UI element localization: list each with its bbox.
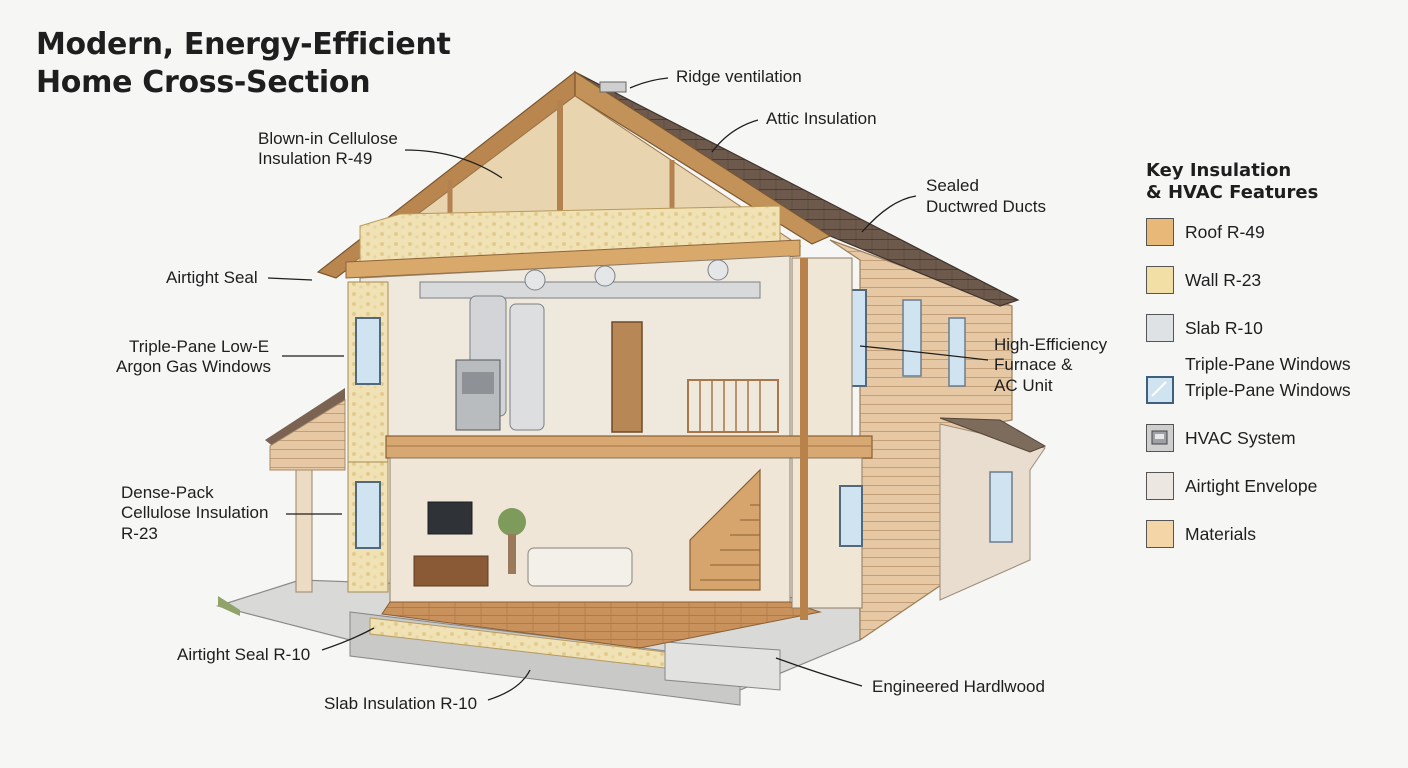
label-ridge-ventilation: Ridge ventilation (676, 67, 802, 86)
label-densepack-line-3: R-23 (121, 524, 158, 543)
label-slab-insulation: Slab Insulation R-10 (324, 694, 477, 713)
legend: Key Insulation & HVAC Features Roof R-49… (1146, 160, 1396, 564)
legend-label-hvac: HVAC System (1185, 428, 1296, 448)
right-wall (829, 239, 1047, 642)
leader-hardwood (775, 657, 863, 687)
leader-furnace (859, 345, 989, 361)
label-ducts-line-1: Sealed (926, 176, 979, 195)
label-airtight-seal-r10: Airtight Seal R-10 (177, 645, 310, 664)
leader-attic (711, 119, 759, 153)
label-ducts-line-2: Ductwred Ducts (926, 197, 1046, 216)
label-densepack-line-2: Cellulose Insulation (121, 503, 268, 522)
label-blownin-line-2: Insulation R-49 (258, 149, 372, 168)
lower-floor (347, 258, 863, 649)
leader-blownin (404, 149, 503, 179)
label-densepack-line-1: Dense-Pack (121, 483, 214, 502)
label-furnace-line-3: AC Unit (994, 376, 1053, 395)
floor-joists (385, 435, 873, 459)
legend-title: Key Insulation & HVAC Features (1146, 160, 1396, 204)
legend-label-windows: Triple-Pane Windows (1185, 380, 1351, 400)
label-blownin-line-1: Blown-in Cellulose (258, 129, 398, 148)
window-icon (1146, 376, 1174, 404)
label-furnace-line-2: Furnace & (994, 355, 1073, 374)
title-line-2: Home Cross-Section (36, 65, 371, 100)
legend-label-materials: Materials (1185, 524, 1256, 544)
legend-item-slab: Slab R-10 (1146, 310, 1396, 358)
swatch-slab (1146, 314, 1174, 342)
porch (265, 388, 346, 593)
diagram-title: Modern, Energy-Efficient Home Cross-Sect… (36, 26, 451, 102)
label-engineered-hardwood: Engineered Hardlwood (872, 677, 1045, 696)
legend-label-wall: Wall R-23 (1185, 270, 1262, 290)
legend-item-materials: Materials (1146, 516, 1396, 564)
leader-airtight (267, 277, 313, 281)
label-windows-line-1: Triple-Pane Low-E (129, 337, 269, 356)
label-furnace-line-1: High-Efficiency (994, 335, 1108, 354)
label-airtight-seal: Airtight Seal (166, 268, 258, 287)
upper-floor (347, 255, 867, 463)
swatch-roof (1146, 218, 1174, 246)
swatch-materials (1146, 520, 1174, 548)
legend-item-hvac: HVAC System (1146, 420, 1396, 468)
legend-title-line-2: & HVAC Features (1146, 182, 1319, 203)
callout-labels: Ridge ventilation Attic Insulation Blown… (116, 67, 1108, 713)
leader-lines (267, 77, 989, 701)
roof (316, 70, 1020, 307)
title-line-1: Modern, Energy-Efficient (36, 27, 451, 62)
leader-airtight-r10 (321, 627, 375, 651)
hvac-icon (1146, 424, 1174, 452)
legend-label-windows-top: Triple-Pane Windows (1185, 354, 1351, 374)
legend-item-airtight: Airtight Envelope (1146, 468, 1396, 516)
legend-item-roof: Roof R-49 (1146, 214, 1396, 262)
legend-label-slab: Slab R-10 (1185, 318, 1263, 338)
label-attic-insulation: Attic Insulation (766, 109, 877, 128)
legend-title-line-1: Key Insulation (1146, 160, 1292, 181)
leader-ducts (861, 195, 917, 233)
legend-item-windows: Triple-Pane Windows Triple-Pane Windows (1146, 354, 1396, 420)
leader-ridge (629, 77, 669, 89)
label-windows-line-2: Argon Gas Windows (116, 357, 271, 376)
legend-label-roof: Roof R-49 (1185, 222, 1265, 242)
legend-label-airtight: Airtight Envelope (1185, 476, 1318, 496)
swatch-airtight (1146, 472, 1174, 500)
legend-item-wall: Wall R-23 (1146, 262, 1396, 310)
swatch-wall (1146, 266, 1174, 294)
leader-slab (487, 669, 531, 701)
